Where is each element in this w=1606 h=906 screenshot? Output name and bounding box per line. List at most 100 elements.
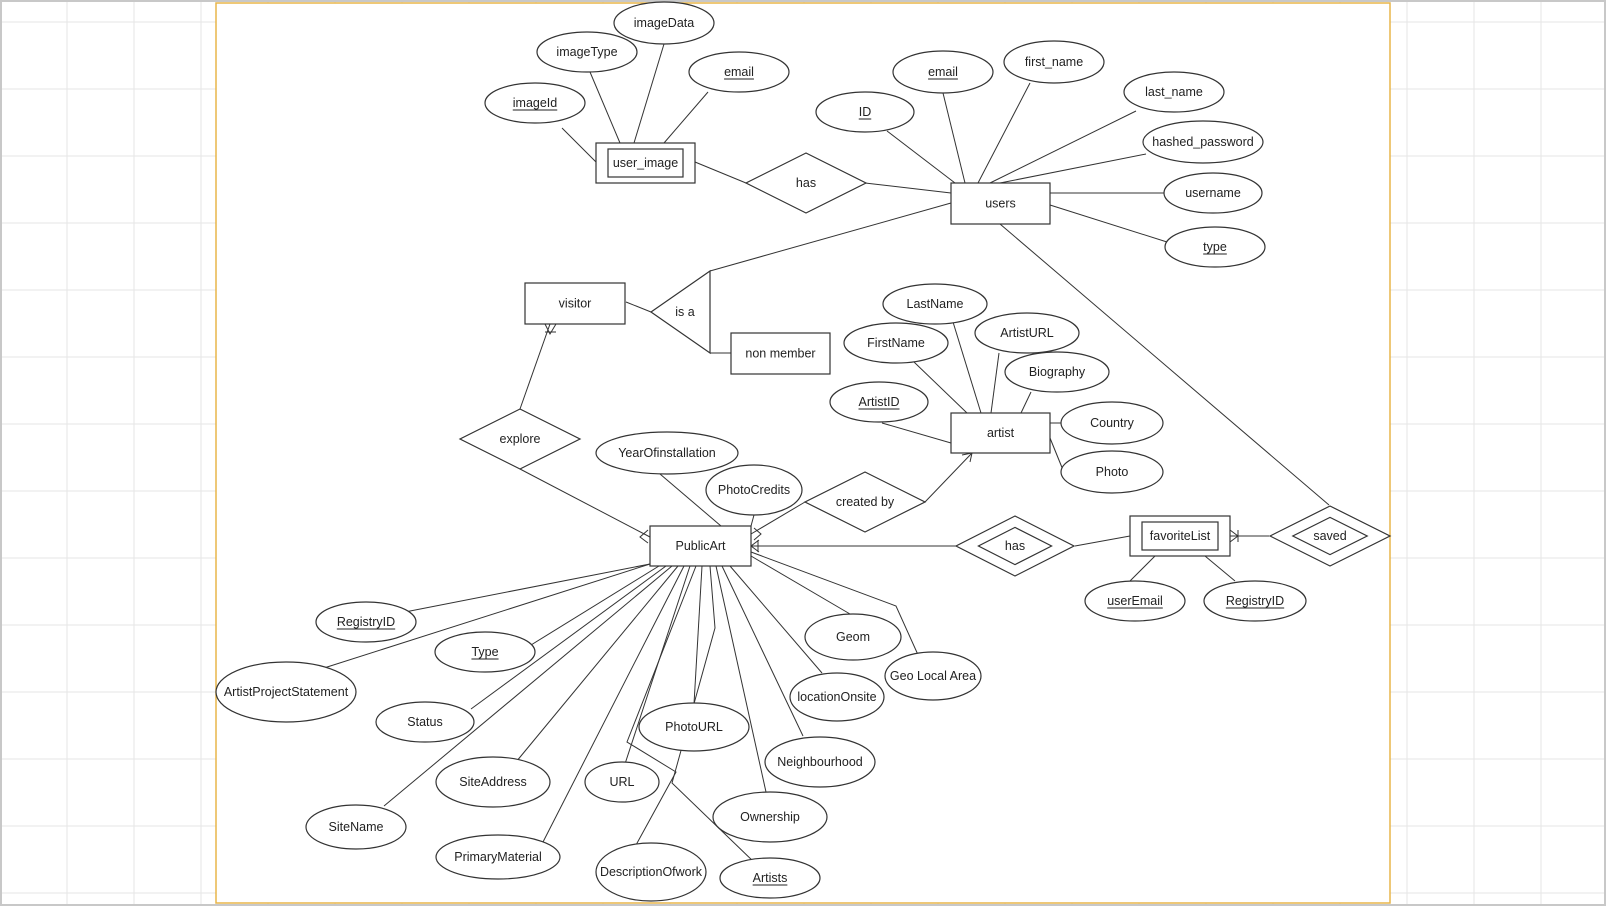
attribute-p_sitename[interactable]: SiteName — [305, 804, 407, 850]
attribute-u_hashed_password[interactable]: hashed_password — [1142, 120, 1264, 164]
attribute-f_registryid[interactable]: RegistryID — [1203, 580, 1307, 622]
entity-users[interactable]: users — [950, 182, 1051, 225]
edge-explore-publicart[interactable] — [519, 468, 651, 538]
attribute-p_url[interactable]: URL — [584, 761, 660, 803]
attribute-p_photocredits[interactable]: PhotoCredits — [705, 464, 803, 516]
attribute-u_email[interactable]: email — [892, 50, 994, 94]
edge-publicart-RegistryID[interactable] — [404, 563, 651, 613]
edge-publicart-locationOnsite[interactable] — [729, 565, 823, 674]
entity-favorite_list[interactable]: favoriteList — [1129, 515, 1231, 557]
attribute-a_firstname[interactable]: FirstName — [843, 322, 949, 364]
edge-visitor-explore[interactable] — [519, 323, 551, 410]
attribute-ui_email[interactable]: email — [688, 51, 790, 93]
attribute-u_username[interactable]: username — [1163, 172, 1263, 214]
edge-favoritelist-RegistryID[interactable] — [1204, 555, 1236, 582]
edge-artist-LastName[interactable] — [952, 321, 982, 414]
attribute-u_last_name[interactable]: last_name — [1123, 71, 1225, 113]
edge-publicart-SiteAddress[interactable] — [515, 565, 679, 763]
entity-artist[interactable]: artist — [950, 412, 1051, 454]
edge-user_image-imageData[interactable] — [633, 43, 665, 144]
entity-non_member[interactable]: non member — [730, 332, 831, 375]
edge-publicart-Neighbourhood[interactable] — [721, 565, 804, 737]
edge-artist-FirstName[interactable] — [913, 361, 968, 414]
edge-publicart-PrimaryMaterial[interactable] — [542, 565, 685, 843]
edge-favoritelist-userEmail[interactable] — [1129, 555, 1156, 582]
edge-users-type[interactable] — [1049, 204, 1168, 243]
edge-publicart-createdby[interactable] — [750, 501, 806, 535]
edge-publicart-GeoLocalArea[interactable] — [750, 551, 920, 658]
attribute-f_useremail[interactable]: userEmail — [1084, 580, 1186, 622]
edge-publicart-ArtistProjectStatement[interactable] — [323, 563, 651, 669]
edge-artist-Photo[interactable] — [1049, 437, 1064, 471]
edge-users-hashed_password[interactable] — [999, 153, 1147, 184]
edge-user_image-imageId[interactable] — [561, 127, 597, 163]
edge-has-users[interactable] — [864, 182, 952, 194]
edge-has-favoritelist[interactable] — [1074, 535, 1131, 547]
attribute-p_siteaddress[interactable]: SiteAddress — [435, 756, 551, 808]
attribute-ui_imagetype[interactable]: imageType — [536, 31, 638, 73]
attribute-a_photo[interactable]: Photo — [1060, 450, 1164, 494]
edge-isa-visitor[interactable] — [625, 301, 652, 313]
edge-publicart-URL[interactable] — [621, 565, 691, 774]
attribute-a_country[interactable]: Country — [1060, 401, 1164, 445]
attribute-a_artistid[interactable]: ArtistID — [829, 381, 929, 423]
edge-artist-ArtistID[interactable] — [881, 422, 952, 444]
edge-users-isa[interactable] — [709, 202, 952, 272]
relationship-is_a[interactable]: is a — [649, 269, 711, 355]
edge-publicart-DescriptionOfwork[interactable] — [626, 565, 697, 846]
attribute-p_type[interactable]: Type — [434, 631, 536, 673]
edge-user_image-email[interactable] — [663, 91, 709, 144]
edge-publicart-Geom[interactable] — [750, 555, 851, 615]
edge-publicart-SiteName[interactable] — [383, 565, 673, 807]
attribute-p_ownership[interactable]: Ownership — [712, 791, 828, 843]
attribute-p_status[interactable]: Status — [375, 701, 475, 743]
attribute-p_geolocal[interactable]: Geo Local Area — [884, 651, 982, 701]
relationship-has_image[interactable]: has — [744, 152, 868, 214]
edge-user_image-imageType[interactable] — [589, 71, 621, 144]
edge-createdby-artist[interactable] — [924, 452, 973, 503]
attribute-u_first_name[interactable]: first_name — [1003, 40, 1105, 84]
attribute-ui_imageid-label: imageId — [513, 96, 558, 110]
relationship-created_by[interactable]: created by — [803, 471, 927, 533]
edge-users-email[interactable] — [942, 92, 966, 184]
edge-publicart-Year[interactable] — [659, 473, 722, 527]
edge-users-ID[interactable] — [886, 130, 956, 184]
edge-publicart-Type[interactable] — [530, 565, 660, 646]
edge-publicart-PhotoCredits[interactable] — [750, 514, 755, 527]
attribute-p_year[interactable]: YearOfinstallation — [595, 431, 739, 475]
entity-visitor[interactable]: visitor — [524, 282, 626, 325]
attribute-p_description[interactable]: DescriptionOfwork — [595, 842, 707, 902]
attribute-ui_imagedata[interactable]: imageData — [613, 1, 715, 45]
attribute-u_id[interactable]: ID — [815, 91, 915, 133]
attribute-a_biography[interactable]: Biography — [1004, 351, 1110, 393]
attribute-p_neighbourhood[interactable]: Neighbourhood — [764, 736, 876, 788]
attribute-p_primarymaterial[interactable]: PrimaryMaterial — [435, 834, 561, 880]
attribute-a_lastname[interactable]: LastName — [882, 283, 988, 325]
entity-public_art[interactable]: PublicArt — [649, 525, 752, 567]
edge-publicart-Status[interactable] — [470, 565, 667, 710]
relationship-has_favorites[interactable]: has — [954, 515, 1076, 577]
edge-artist-Biography[interactable] — [1020, 391, 1032, 414]
attribute-p_location[interactable]: locationOnsite — [789, 672, 885, 722]
edge-users-first_name[interactable] — [977, 82, 1031, 184]
attribute-p_geom[interactable]: Geom — [804, 613, 902, 661]
attribute-p_photourl[interactable]: PhotoURL — [638, 702, 750, 752]
attribute-a_artisturl[interactable]: ArtistURL — [974, 312, 1080, 354]
entity-user_image[interactable]: user_image — [595, 142, 696, 184]
attribute-p_registryid[interactable]: RegistryID — [315, 601, 417, 643]
attribute-ui_imagedata-ellipse — [613, 1, 715, 45]
attribute-u_type[interactable]: type — [1164, 226, 1266, 268]
edge-publicart-Ownership[interactable] — [715, 565, 767, 793]
attribute-p_artists[interactable]: Artists — [719, 857, 821, 899]
edge-user_image-has[interactable] — [694, 161, 747, 184]
relationship-saved[interactable]: saved — [1268, 505, 1392, 567]
attribute-p_statement[interactable]: ArtistProjectStatement — [215, 661, 357, 723]
relationship-saved-label: saved — [1313, 529, 1346, 543]
attribute-ui_imageid[interactable]: imageId — [484, 82, 586, 124]
edge-users-last_name[interactable] — [989, 110, 1137, 184]
edge-publicart-PhotoURL[interactable] — [693, 565, 703, 705]
edge-users-saved[interactable] — [999, 223, 1330, 506]
relationship-explore[interactable]: explore — [458, 408, 582, 470]
edge-artist-ArtistURL[interactable] — [990, 352, 1000, 414]
